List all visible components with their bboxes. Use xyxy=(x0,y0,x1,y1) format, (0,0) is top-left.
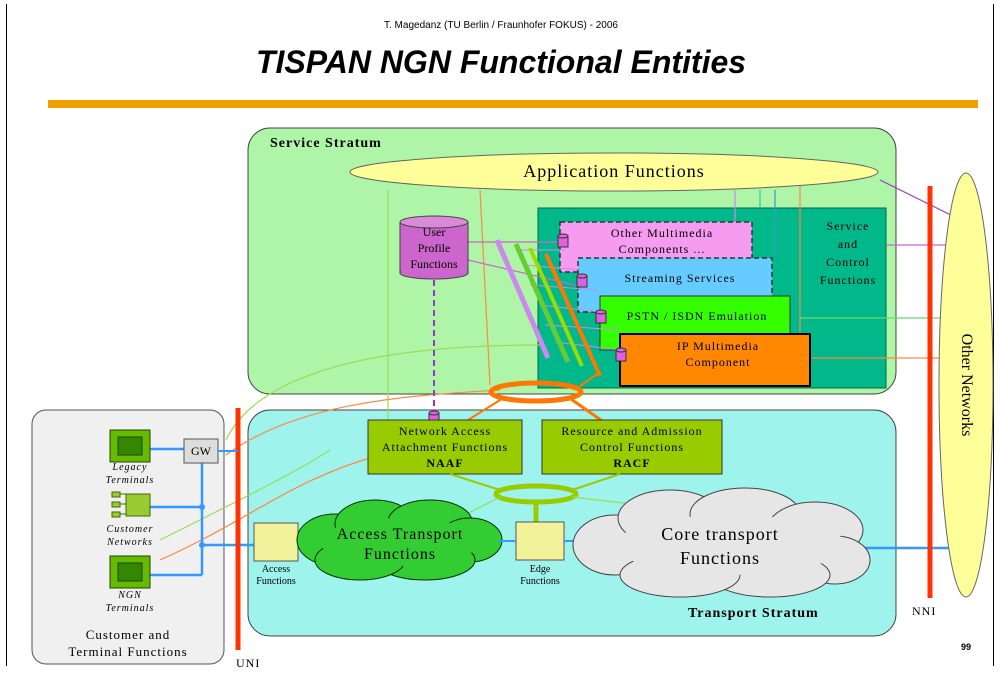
diagonal-bar-violet xyxy=(494,239,551,359)
naaf-label-3: NAAF xyxy=(426,456,464,470)
edge-functions-label-2: Functions xyxy=(520,576,560,587)
user-profile-label-1: User xyxy=(422,225,446,239)
page-number: 99 xyxy=(961,642,972,652)
diagonal-bar-orange xyxy=(544,253,602,377)
customer-terminal-label-2: Terminal Functions xyxy=(68,644,188,659)
diagonal-bar-green xyxy=(513,242,571,364)
legacy-label-1: Legacy xyxy=(112,462,148,473)
component-cylinders xyxy=(557,233,627,362)
orange-ring xyxy=(488,380,584,404)
user-profile-cylinder xyxy=(399,215,469,280)
edge-functions-label-1: Edge xyxy=(529,564,551,575)
ngn-label-1: NGN xyxy=(118,590,142,601)
service-stratum-label: Service Stratum xyxy=(270,136,382,151)
access-transport-label-2: Functions xyxy=(363,546,437,563)
streaming-label: Streaming Services xyxy=(624,271,736,285)
ngn-terminal-icon xyxy=(109,555,151,589)
green-ring-link-b xyxy=(571,473,621,491)
multimedia-label-2: Components ... xyxy=(618,242,706,256)
racf-label-3: RACF xyxy=(613,456,651,470)
slide-frame xyxy=(6,4,994,666)
access-functions-label-1: Access xyxy=(261,564,291,575)
node-dot-b xyxy=(199,542,205,548)
user-profile-label-3: Functions xyxy=(410,257,458,271)
multimedia-label-1: Other Multimedia xyxy=(610,226,714,240)
edge-functions-box xyxy=(515,521,565,561)
gw-label: GW xyxy=(191,444,211,458)
node-dot-a xyxy=(199,504,205,510)
customer-networks-icon xyxy=(111,491,151,518)
application-functions-label: Application Functions xyxy=(523,161,705,181)
diagonal-bar-lime xyxy=(528,247,584,367)
legacy-label-2: Terminals xyxy=(105,475,155,486)
customer-networks-label-1: Customer xyxy=(106,524,154,535)
slide-title: TISPAN NGN Functional Entities xyxy=(255,44,747,80)
transport-stratum-label: Transport Stratum xyxy=(688,606,819,621)
control-label-4: Functions xyxy=(819,273,877,287)
core-transport-cloud xyxy=(572,487,871,598)
access-functions-box xyxy=(253,522,299,562)
ims-label-1: IP Multimedia xyxy=(676,339,760,353)
racf-label-1: Resource and Admission xyxy=(561,424,703,438)
user-profile-label-2: Profile xyxy=(417,241,451,255)
core-transport-label-2: Functions xyxy=(679,548,760,568)
application-functions-ellipse xyxy=(349,152,879,192)
customer-terminal-label-1: Customer and xyxy=(85,627,171,642)
naaf-box xyxy=(367,419,523,475)
control-label-1: Service xyxy=(826,219,870,233)
uni-label: UNI xyxy=(236,656,261,670)
ngn-label-2: Terminals xyxy=(105,603,155,614)
nni-label: NNI xyxy=(912,604,937,618)
pstn-label: PSTN / ISDN Emulation xyxy=(626,309,768,323)
naaf-label-2: Attachment Functions xyxy=(381,440,509,454)
ims-box xyxy=(619,333,811,387)
access-functions-label-2: Functions xyxy=(256,576,296,587)
gw-box xyxy=(183,438,219,464)
slide-author: T. Magedanz (TU Berlin / Fraunhofer FOKU… xyxy=(384,20,618,31)
title-rule xyxy=(48,100,978,108)
racf-box xyxy=(541,419,723,475)
other-networks-label: Other Networks xyxy=(958,333,975,437)
access-transport-label-1: Access Transport xyxy=(336,526,464,543)
green-ring xyxy=(493,483,579,505)
control-label-3: Control xyxy=(826,255,870,269)
legacy-terminal-icon xyxy=(109,429,151,463)
naaf-label-1: Network Access xyxy=(398,424,492,438)
racf-label-2: Control Functions xyxy=(579,440,684,454)
customer-networks-label-2: Networks xyxy=(107,537,153,548)
customer-area xyxy=(31,409,225,665)
green-ring-link-a xyxy=(449,473,501,491)
ring-link-up xyxy=(579,371,601,387)
transport-path xyxy=(150,447,965,577)
control-label-2: and xyxy=(837,237,859,251)
core-transport-label-1: Core transport xyxy=(661,524,779,544)
other-networks-ellipse xyxy=(938,172,994,598)
ims-label-2: Component xyxy=(685,355,751,369)
access-transport-cloud xyxy=(296,499,503,581)
